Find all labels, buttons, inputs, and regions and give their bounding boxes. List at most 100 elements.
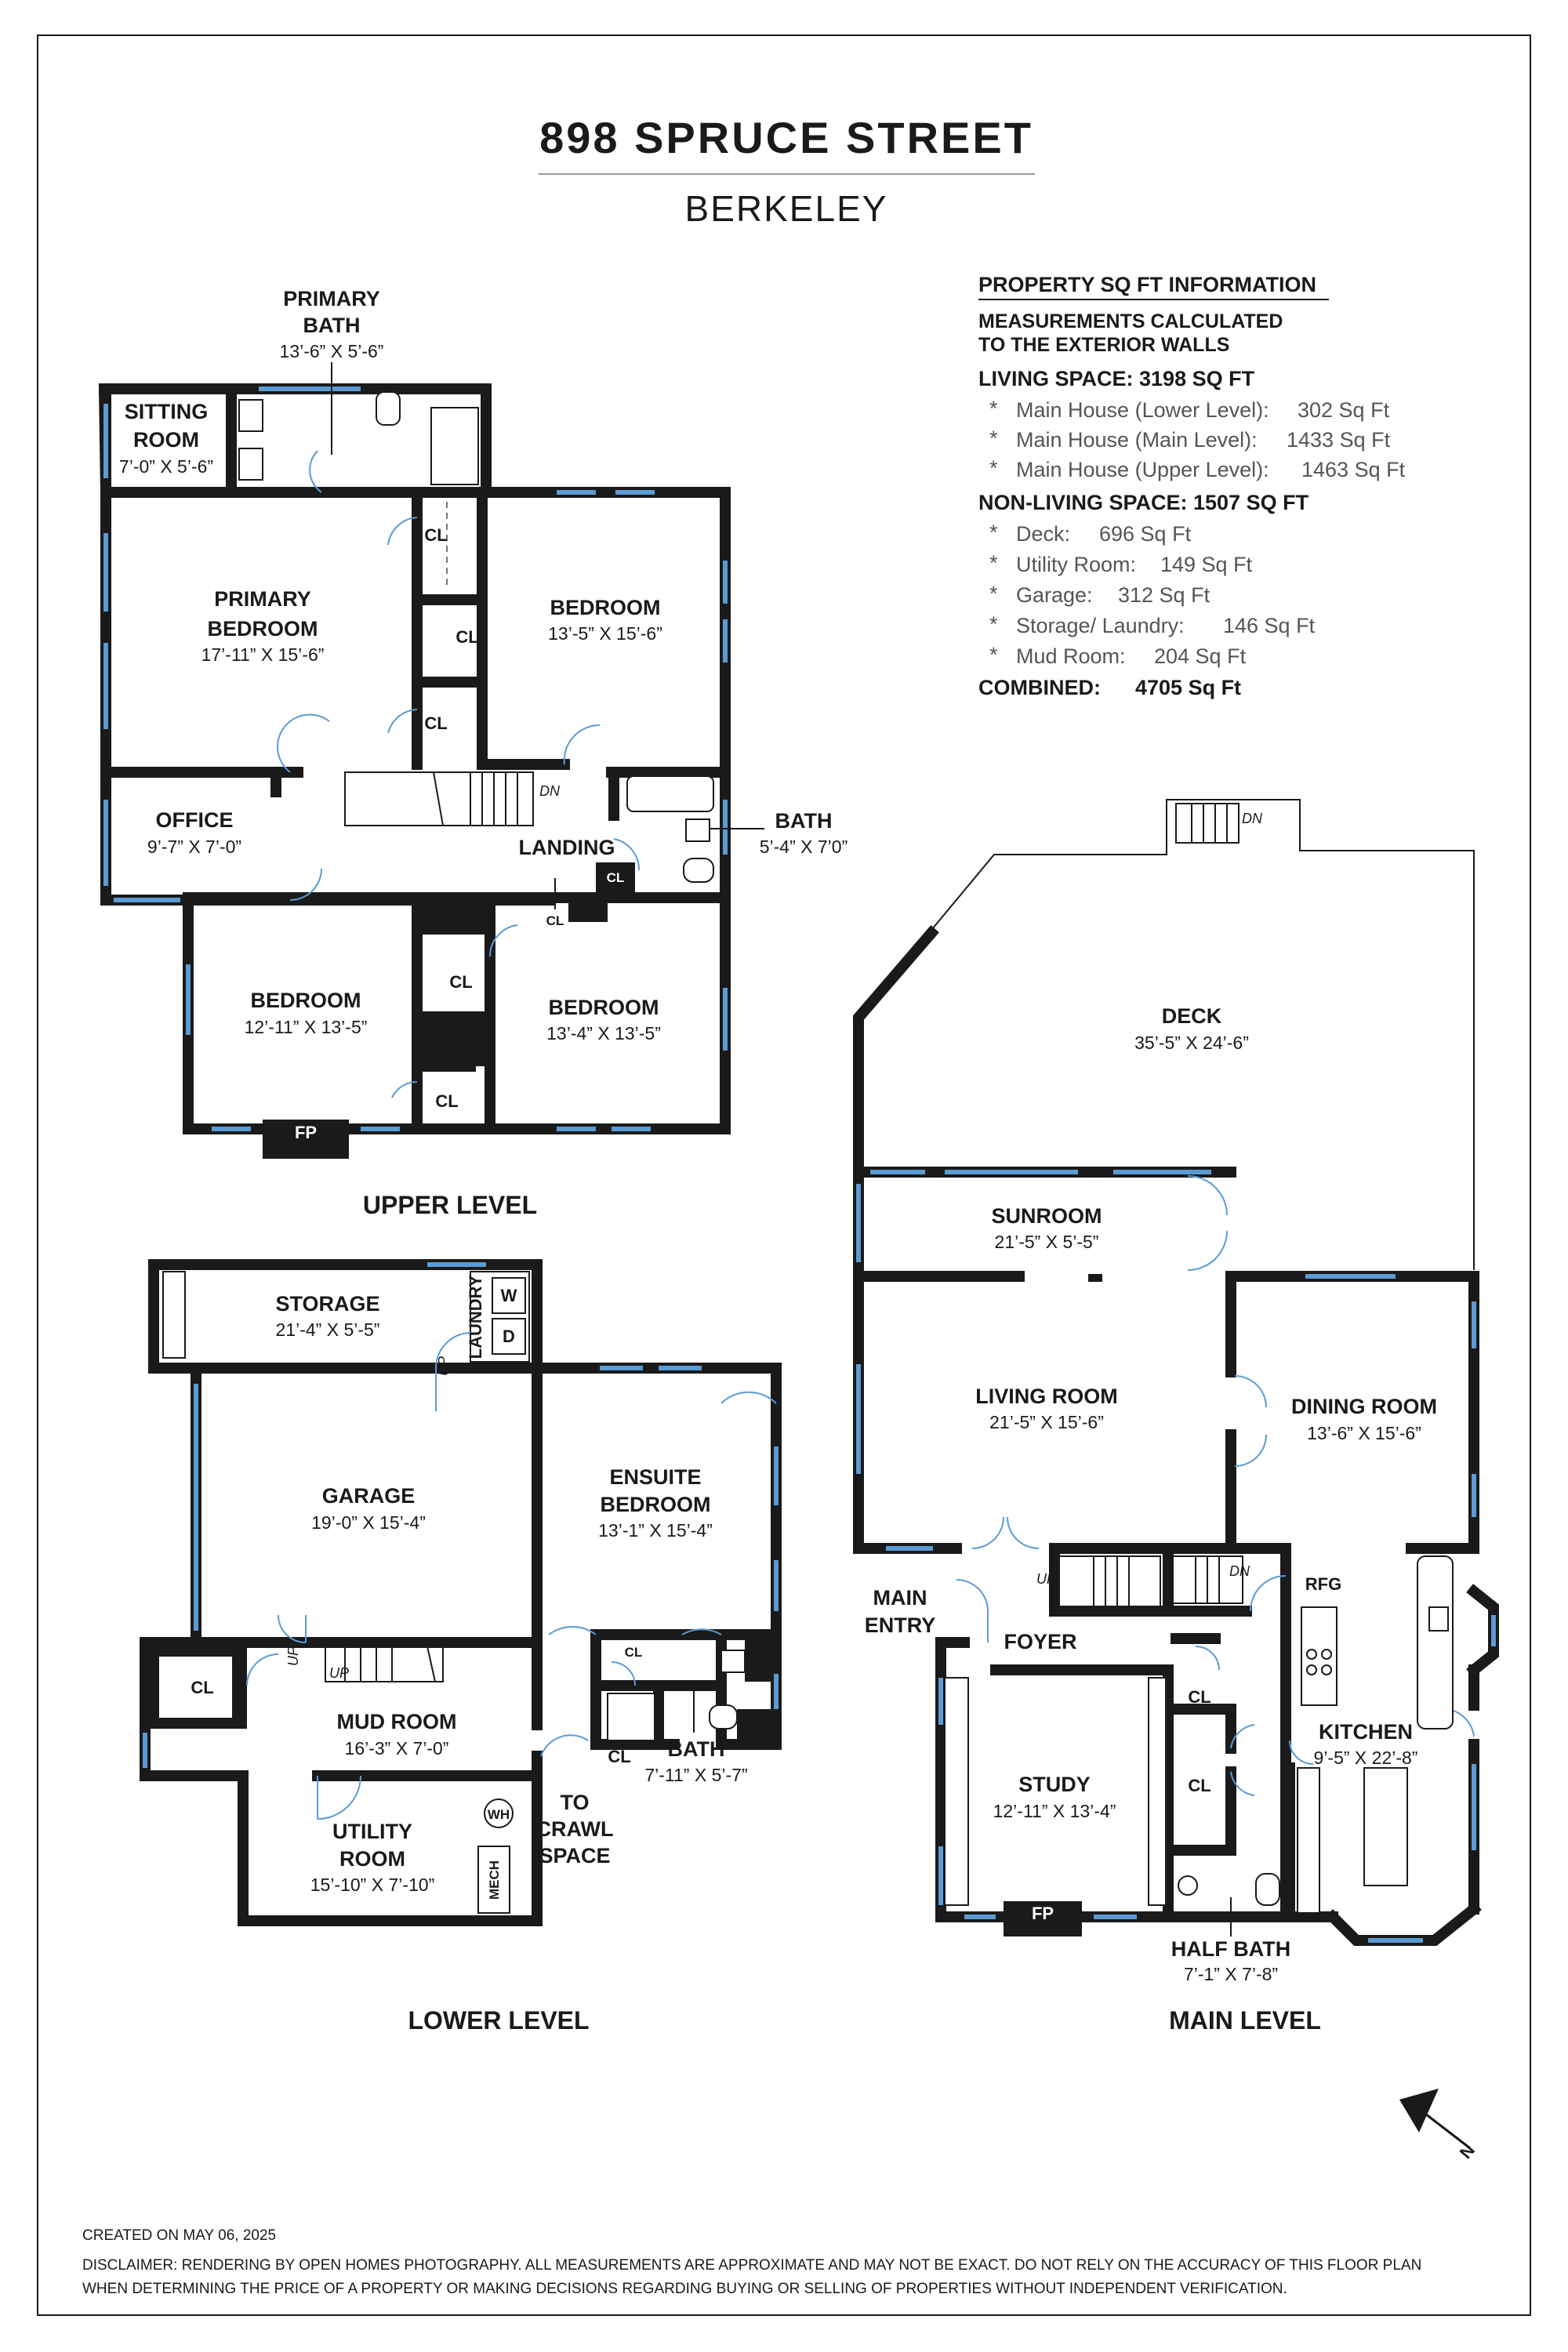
room-label: ENSUITE [609,1465,701,1489]
page-subtitle: BERKELEY [685,188,888,229]
room-label: SUNROOM [992,1204,1102,1228]
door-swing [681,1628,722,1635]
door-swing [435,1332,471,1369]
room-dimensions: 12’-11” X 13’-5” [245,1017,368,1037]
north-label: N [1456,2140,1479,2162]
room-dimensions: 21’-5” X 5’-5” [995,1232,1099,1252]
room-label: STUDY [1018,1773,1091,1796]
room-label: KITCHEN [1319,1720,1413,1744]
laundry-label: LAUNDRY [466,1275,485,1359]
room-dimensions: 35’-5” X 24’-6” [1134,1033,1249,1053]
upper-chimney [416,1011,491,1066]
lower-outer-walls [148,1259,782,1750]
upper-chimney [416,894,491,935]
room-dimensions: 5’-4” X 7’0” [760,837,848,857]
dryer-label: D [503,1327,515,1346]
dryer-icon [492,1318,526,1355]
stair-up-label: UP [285,1646,301,1666]
room-label: BATH [775,809,833,833]
info-bullet: * [989,426,998,450]
main-fireplace [1004,1901,1082,1936]
closet-label: CL [546,913,564,928]
burner-icon [1306,1649,1317,1660]
room-label: UTILITY [332,1820,412,1843]
room-label: MUD ROOM [337,1710,457,1733]
room-label: SITTING [125,400,209,423]
stair-dn-label: DN [1229,1563,1250,1579]
info-combined-value: 4705 Sq Ft [1135,676,1241,699]
closet-label: CL [424,525,447,545]
info-item-value: 302 Sq Ft [1298,398,1390,422]
info-item-label: Main House (Main Level): [1016,428,1258,452]
room-dimensions: 7’-0” X 5’-6” [119,456,213,477]
room-label: ROOM [339,1847,405,1871]
bathtub-icon [626,775,714,812]
info-bullet: * [989,456,998,480]
info-living-label: LIVING SPACE: 3198 SQ FT [978,367,1255,390]
info-item-label: Storage/ Laundry: [1016,614,1185,637]
room-label: PRIMARY [283,287,380,310]
level-label: LOWER LEVEL [408,2006,589,2034]
shower-icon [607,1693,655,1741]
info-bullet: * [989,612,998,636]
room-label: PRIMARY [214,587,311,611]
door-swing [387,709,418,734]
door-swing [611,1661,636,1686]
door-swing [278,1614,307,1643]
stair-up-label: UP [436,1356,452,1376]
sink-icon [720,1650,746,1673]
door-swing [1195,1646,1220,1671]
room-label: STORAGE [275,1292,379,1316]
room-dimensions: 13’-1” X 15’-4” [598,1520,713,1541]
room-dimensions: 9’-7” X 7’-0” [147,837,241,857]
room-dimensions: 16’-3” X 7’-0” [345,1738,449,1759]
info-item-label: Garage: [1016,583,1093,607]
closet-label: CL [608,1747,630,1766]
closet-label: CL [424,713,447,733]
landing-closet [596,862,635,892]
post [1088,1274,1102,1282]
sink-icon [238,399,263,432]
deck-stair: DN [1175,803,1263,844]
lower-level-plan: W D LAUNDRY UP UP UP WH [140,1259,782,2034]
foyer-stair-dn: DN [1171,1555,1250,1604]
upper-chimney [568,894,608,922]
door-swing [1250,1575,1287,1612]
info-item-value: 696 Sq Ft [1099,522,1192,546]
room-dimensions: 13’-5” X 15’-6” [548,623,662,644]
info-item-label: Main House (Upper Level): [1016,458,1269,481]
sink-icon [238,448,263,481]
door-swing [613,838,641,871]
kitchen-sink-icon [1428,1606,1449,1632]
upper-level-plan: FP [98,287,848,1219]
closet-label: CL [456,627,478,647]
shower-icon [430,407,479,485]
closet-label: CL [607,870,625,885]
room-label: ROOM [133,428,199,452]
room-dimensions: 15’-10” X 7’-10” [310,1875,435,1895]
door-swing [1230,1771,1255,1796]
door-swing [387,517,418,546]
closet-label: CL [191,1678,213,1697]
level-label: UPPER LEVEL [363,1191,537,1219]
level-label: MAIN LEVEL [1169,2006,1321,2034]
closet-label: CL [435,1091,458,1111]
room-label: BEDROOM [208,617,318,641]
page-title: 898 SPRUCE STREET [539,113,1033,162]
info-item-label: Utility Room: [1016,553,1136,576]
wh-label: WH [488,1807,510,1822]
room-label: LIVING ROOM [975,1385,1118,1408]
door-swing [289,868,322,901]
entry-label: MAIN [873,1586,927,1610]
closet-label: CL [625,1645,643,1660]
stair-dn-label: DN [539,783,561,799]
room-label: OFFICE [156,808,234,832]
info-item-value: 204 Sq Ft [1154,644,1247,668]
room-dimensions: 19’-0” X 15’-4” [311,1512,426,1533]
main-level-plan: FP [853,799,1499,2034]
room-dimensions: 9’-5” X 22’-8” [1314,1748,1418,1768]
toilet-icon [709,1704,738,1730]
stair-dn-label: DN [1242,811,1263,826]
lower-wall-mass [745,1635,776,1682]
post [978,1274,993,1282]
